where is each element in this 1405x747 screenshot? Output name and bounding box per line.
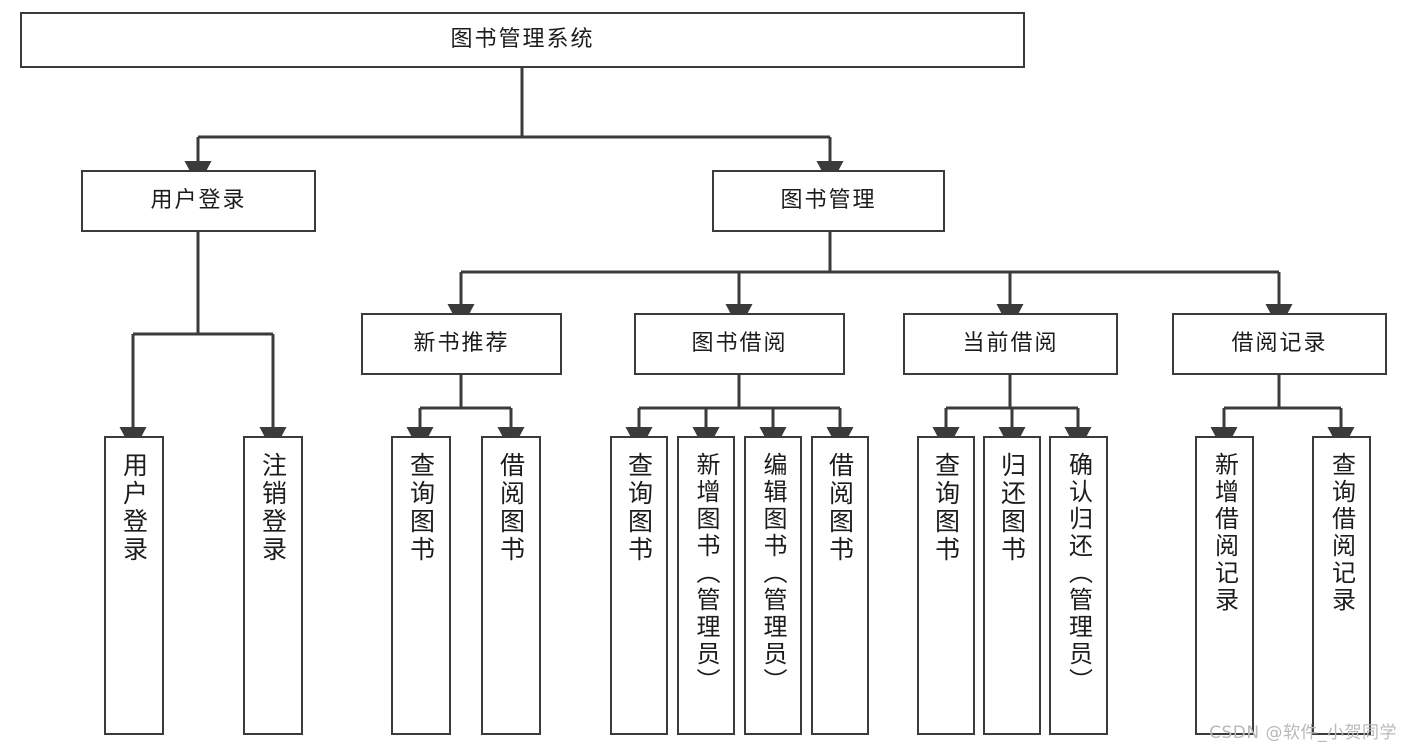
node-label: 用户登录 [119, 452, 149, 564]
node-label: 查询图书 [406, 452, 436, 564]
node-label: 查询图书 [624, 452, 654, 564]
node-label: 新书推荐 [413, 331, 510, 357]
node-label: 编辑图书（管理员） [759, 452, 787, 695]
node-label: 确认归还（管理员） [1064, 452, 1093, 695]
node-label: 借阅图书 [825, 452, 855, 564]
node-label: 借阅图书 [496, 452, 526, 564]
node-leaf-add-book[interactable]: 新增图书（管理员） [677, 436, 735, 735]
node-label: 查询借阅记录 [1327, 452, 1356, 614]
node-label: 借阅记录 [1231, 331, 1328, 357]
node-leaf-query-book-3[interactable]: 查询图书 [917, 436, 975, 735]
node-leaf-logout[interactable]: 注销登录 [243, 436, 303, 735]
node-leaf-query-record[interactable]: 查询借阅记录 [1312, 436, 1371, 735]
node-leaf-user-login[interactable]: 用户登录 [104, 436, 164, 735]
node-label: 新增图书（管理员） [692, 452, 720, 695]
node-label: 图书管理系统 [450, 27, 595, 53]
node-label: 新增借阅记录 [1210, 452, 1239, 614]
node-current-borrow[interactable]: 当前借阅 [903, 313, 1118, 375]
node-label: 注销登录 [258, 452, 288, 564]
node-leaf-borrow-book-2[interactable]: 借阅图书 [811, 436, 869, 735]
node-leaf-edit-book[interactable]: 编辑图书（管理员） [744, 436, 802, 735]
node-leaf-add-record[interactable]: 新增借阅记录 [1195, 436, 1254, 735]
node-borrow-record[interactable]: 借阅记录 [1172, 313, 1387, 375]
node-leaf-query-book-1[interactable]: 查询图书 [391, 436, 451, 735]
node-user-login[interactable]: 用户登录 [81, 170, 316, 232]
node-label: 查询图书 [931, 452, 961, 564]
csdn-watermark: CSDN @软件_小贺同学 [1209, 723, 1397, 743]
node-label: 图书管理 [780, 188, 877, 214]
node-leaf-confirm-return[interactable]: 确认归还（管理员） [1049, 436, 1108, 735]
node-leaf-borrow-book-1[interactable]: 借阅图书 [481, 436, 541, 735]
node-book-mgmt[interactable]: 图书管理 [712, 170, 945, 232]
node-leaf-query-book-2[interactable]: 查询图书 [610, 436, 668, 735]
node-leaf-return-book[interactable]: 归还图书 [983, 436, 1041, 735]
node-book-borrow[interactable]: 图书借阅 [634, 313, 845, 375]
node-new-book-rec[interactable]: 新书推荐 [361, 313, 562, 375]
node-label: 用户登录 [150, 188, 247, 214]
node-label: 当前借阅 [962, 331, 1059, 357]
node-label: 归还图书 [997, 452, 1027, 564]
node-root[interactable]: 图书管理系统 [20, 12, 1025, 68]
node-label: 图书借阅 [691, 331, 788, 357]
